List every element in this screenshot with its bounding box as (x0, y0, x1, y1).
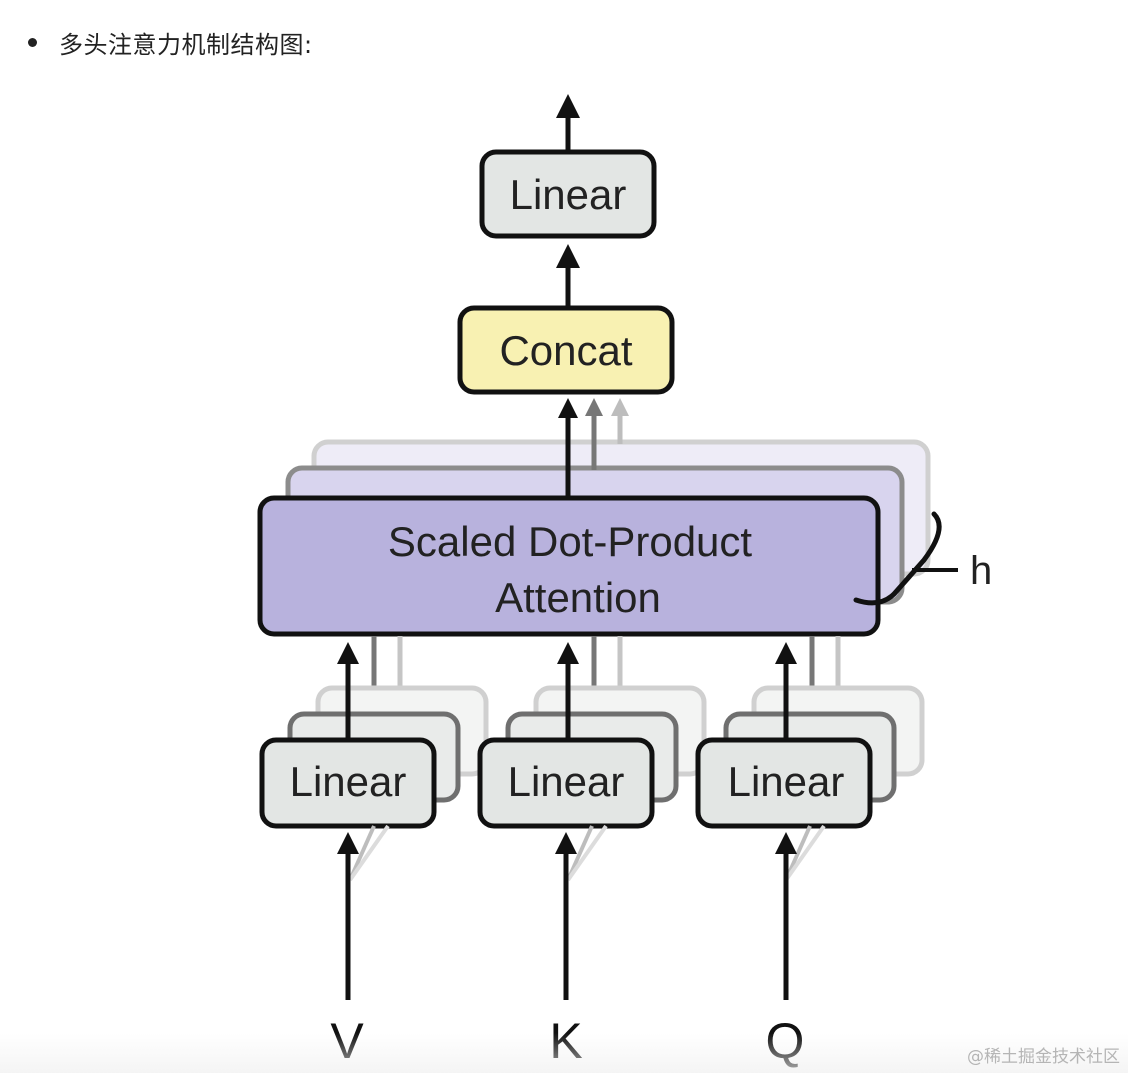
concat-label: Concat (499, 327, 632, 374)
concat-to-linear-arrow (556, 244, 580, 306)
q-linear-label: Linear (728, 758, 845, 805)
bullet-item: 多头注意力机制结构图: (28, 22, 313, 62)
bullet-dot-icon (28, 37, 37, 47)
q-linear-box: Linear (695, 737, 873, 829)
concat-box: Concat (457, 305, 675, 395)
input-arrows (337, 832, 797, 1000)
watermark: @稀土掘金技术社区 (967, 1047, 1120, 1067)
heads-brace: h (853, 511, 992, 606)
linear-to-attention-arrows (337, 642, 797, 740)
footer-fade (0, 1033, 1128, 1073)
v-linear-label: Linear (290, 758, 407, 805)
heads-label: h (970, 549, 992, 593)
v-linear-box: Linear (259, 737, 437, 829)
input-faded-connectors (348, 824, 826, 882)
top-linear-box: Linear (479, 149, 657, 239)
attention-box: Scaled Dot-Product Attention (257, 495, 881, 637)
k-linear-box: Linear (477, 737, 655, 829)
attention-label-line2: Attention (495, 574, 661, 621)
output-arrow (556, 94, 580, 152)
attention-label-line1: Scaled Dot-Product (388, 518, 753, 565)
bullet-text: 多头注意力机制结构图: (59, 30, 313, 59)
top-linear-label: Linear (510, 171, 627, 218)
attention-to-concat-arrows (558, 398, 629, 498)
k-linear-label: Linear (508, 758, 625, 805)
